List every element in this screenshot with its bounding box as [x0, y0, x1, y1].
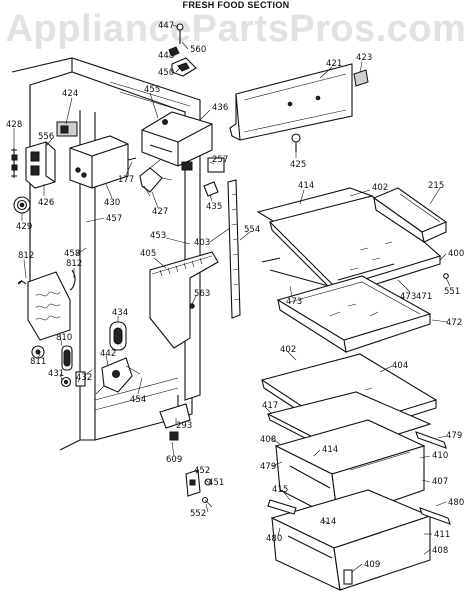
part-label: 812 [18, 251, 34, 261]
part-label: 403 [194, 238, 210, 248]
part-label: 473 [400, 292, 416, 302]
part-label: 552 [190, 509, 206, 519]
damper-control [60, 321, 141, 395]
part-label: 426 [38, 198, 54, 208]
part-label: 432 [76, 373, 92, 383]
part-label: 451 [208, 478, 224, 488]
leader-lines [13, 24, 451, 573]
hinge-hardware [185, 469, 213, 508]
part-label: 423 [356, 53, 372, 63]
part-label: 405 [140, 249, 156, 259]
top-hardware [168, 23, 197, 77]
part-label: 431 [48, 369, 64, 379]
control-box [69, 135, 137, 189]
part-label: 472 [446, 318, 462, 328]
part-label: 556 [38, 132, 54, 142]
part-label: 407 [432, 477, 448, 487]
part-label: 411 [434, 530, 450, 540]
part-label: 414 [322, 445, 338, 455]
part-label: 457 [106, 214, 122, 224]
part-label: 480 [448, 498, 464, 508]
part-label: 434 [112, 308, 128, 318]
lower-bracket [159, 403, 191, 441]
part-label: 454 [130, 395, 146, 405]
part-label: 436 [212, 103, 228, 113]
air-duct-panel [149, 251, 219, 349]
part-label: 404 [392, 361, 408, 371]
part-label: 473 [286, 297, 302, 307]
part-label: 408 [260, 435, 276, 445]
part-label: 402 [280, 345, 296, 355]
part-label: 453 [150, 231, 166, 241]
part-label: 554 [244, 225, 260, 235]
part-label: 479 [446, 431, 462, 441]
part-label: 810 [56, 333, 72, 343]
part-label: 215 [428, 181, 444, 191]
part-label: 430 [104, 198, 120, 208]
light-shield [229, 63, 369, 152]
part-label: 479 [260, 462, 276, 472]
part-label: 811 [30, 357, 46, 367]
part-label: 452 [194, 466, 210, 476]
wiring-connectors [139, 157, 225, 197]
part-label: 410 [432, 451, 448, 461]
part-label: 480 [266, 534, 282, 544]
part-label: 400 [448, 249, 464, 259]
part-label: 429 [16, 222, 32, 232]
part-label: 442 [100, 349, 116, 359]
part-label: 427 [152, 207, 168, 217]
watermark: AppliancePartsPros.com [5, 8, 467, 50]
part-label: 435 [206, 202, 222, 212]
part-label: 458 [64, 249, 80, 259]
light-housing [141, 111, 213, 167]
part-label: 560 [190, 45, 206, 55]
part-label: 257 [212, 155, 228, 165]
part-label: 455 [144, 85, 160, 95]
part-label: 417 [262, 401, 278, 411]
light-switch-housing [11, 121, 78, 189]
part-label: 424 [62, 89, 78, 99]
part-label: 414 [320, 517, 336, 527]
part-label: 409 [364, 560, 380, 570]
part-label: 447 [158, 21, 174, 31]
part-label: 421 [326, 59, 342, 69]
part-label: 551 [444, 287, 460, 297]
part-label: 563 [194, 289, 210, 299]
part-label: 609 [166, 455, 182, 465]
dairy-bin [372, 187, 448, 244]
meat-pan-tray [276, 275, 432, 354]
part-labels: 447 448 560 450 421 423 424 455 436 428 … [6, 21, 464, 570]
diagram-title: FRESH FOOD SECTION [182, 0, 290, 10]
heater-assembly [17, 269, 76, 359]
part-label: 450 [158, 68, 174, 78]
part-label: 425 [290, 160, 306, 170]
shelf-supports [261, 257, 449, 289]
part-label: 414 [298, 181, 314, 191]
part-label: 177 [118, 175, 134, 185]
shelf-rail [227, 179, 241, 319]
part-label: 428 [6, 120, 22, 130]
part-label: 293 [176, 421, 192, 431]
part-label: 448 [158, 51, 174, 61]
part-label: 408 [432, 546, 448, 556]
crisper-drawer-lower [267, 489, 451, 591]
part-label: 812 [66, 259, 82, 269]
part-label: 402 [372, 183, 388, 193]
part-label: 415 [272, 485, 288, 495]
part-label: 471 [416, 292, 432, 302]
lamp-socket [13, 196, 31, 214]
